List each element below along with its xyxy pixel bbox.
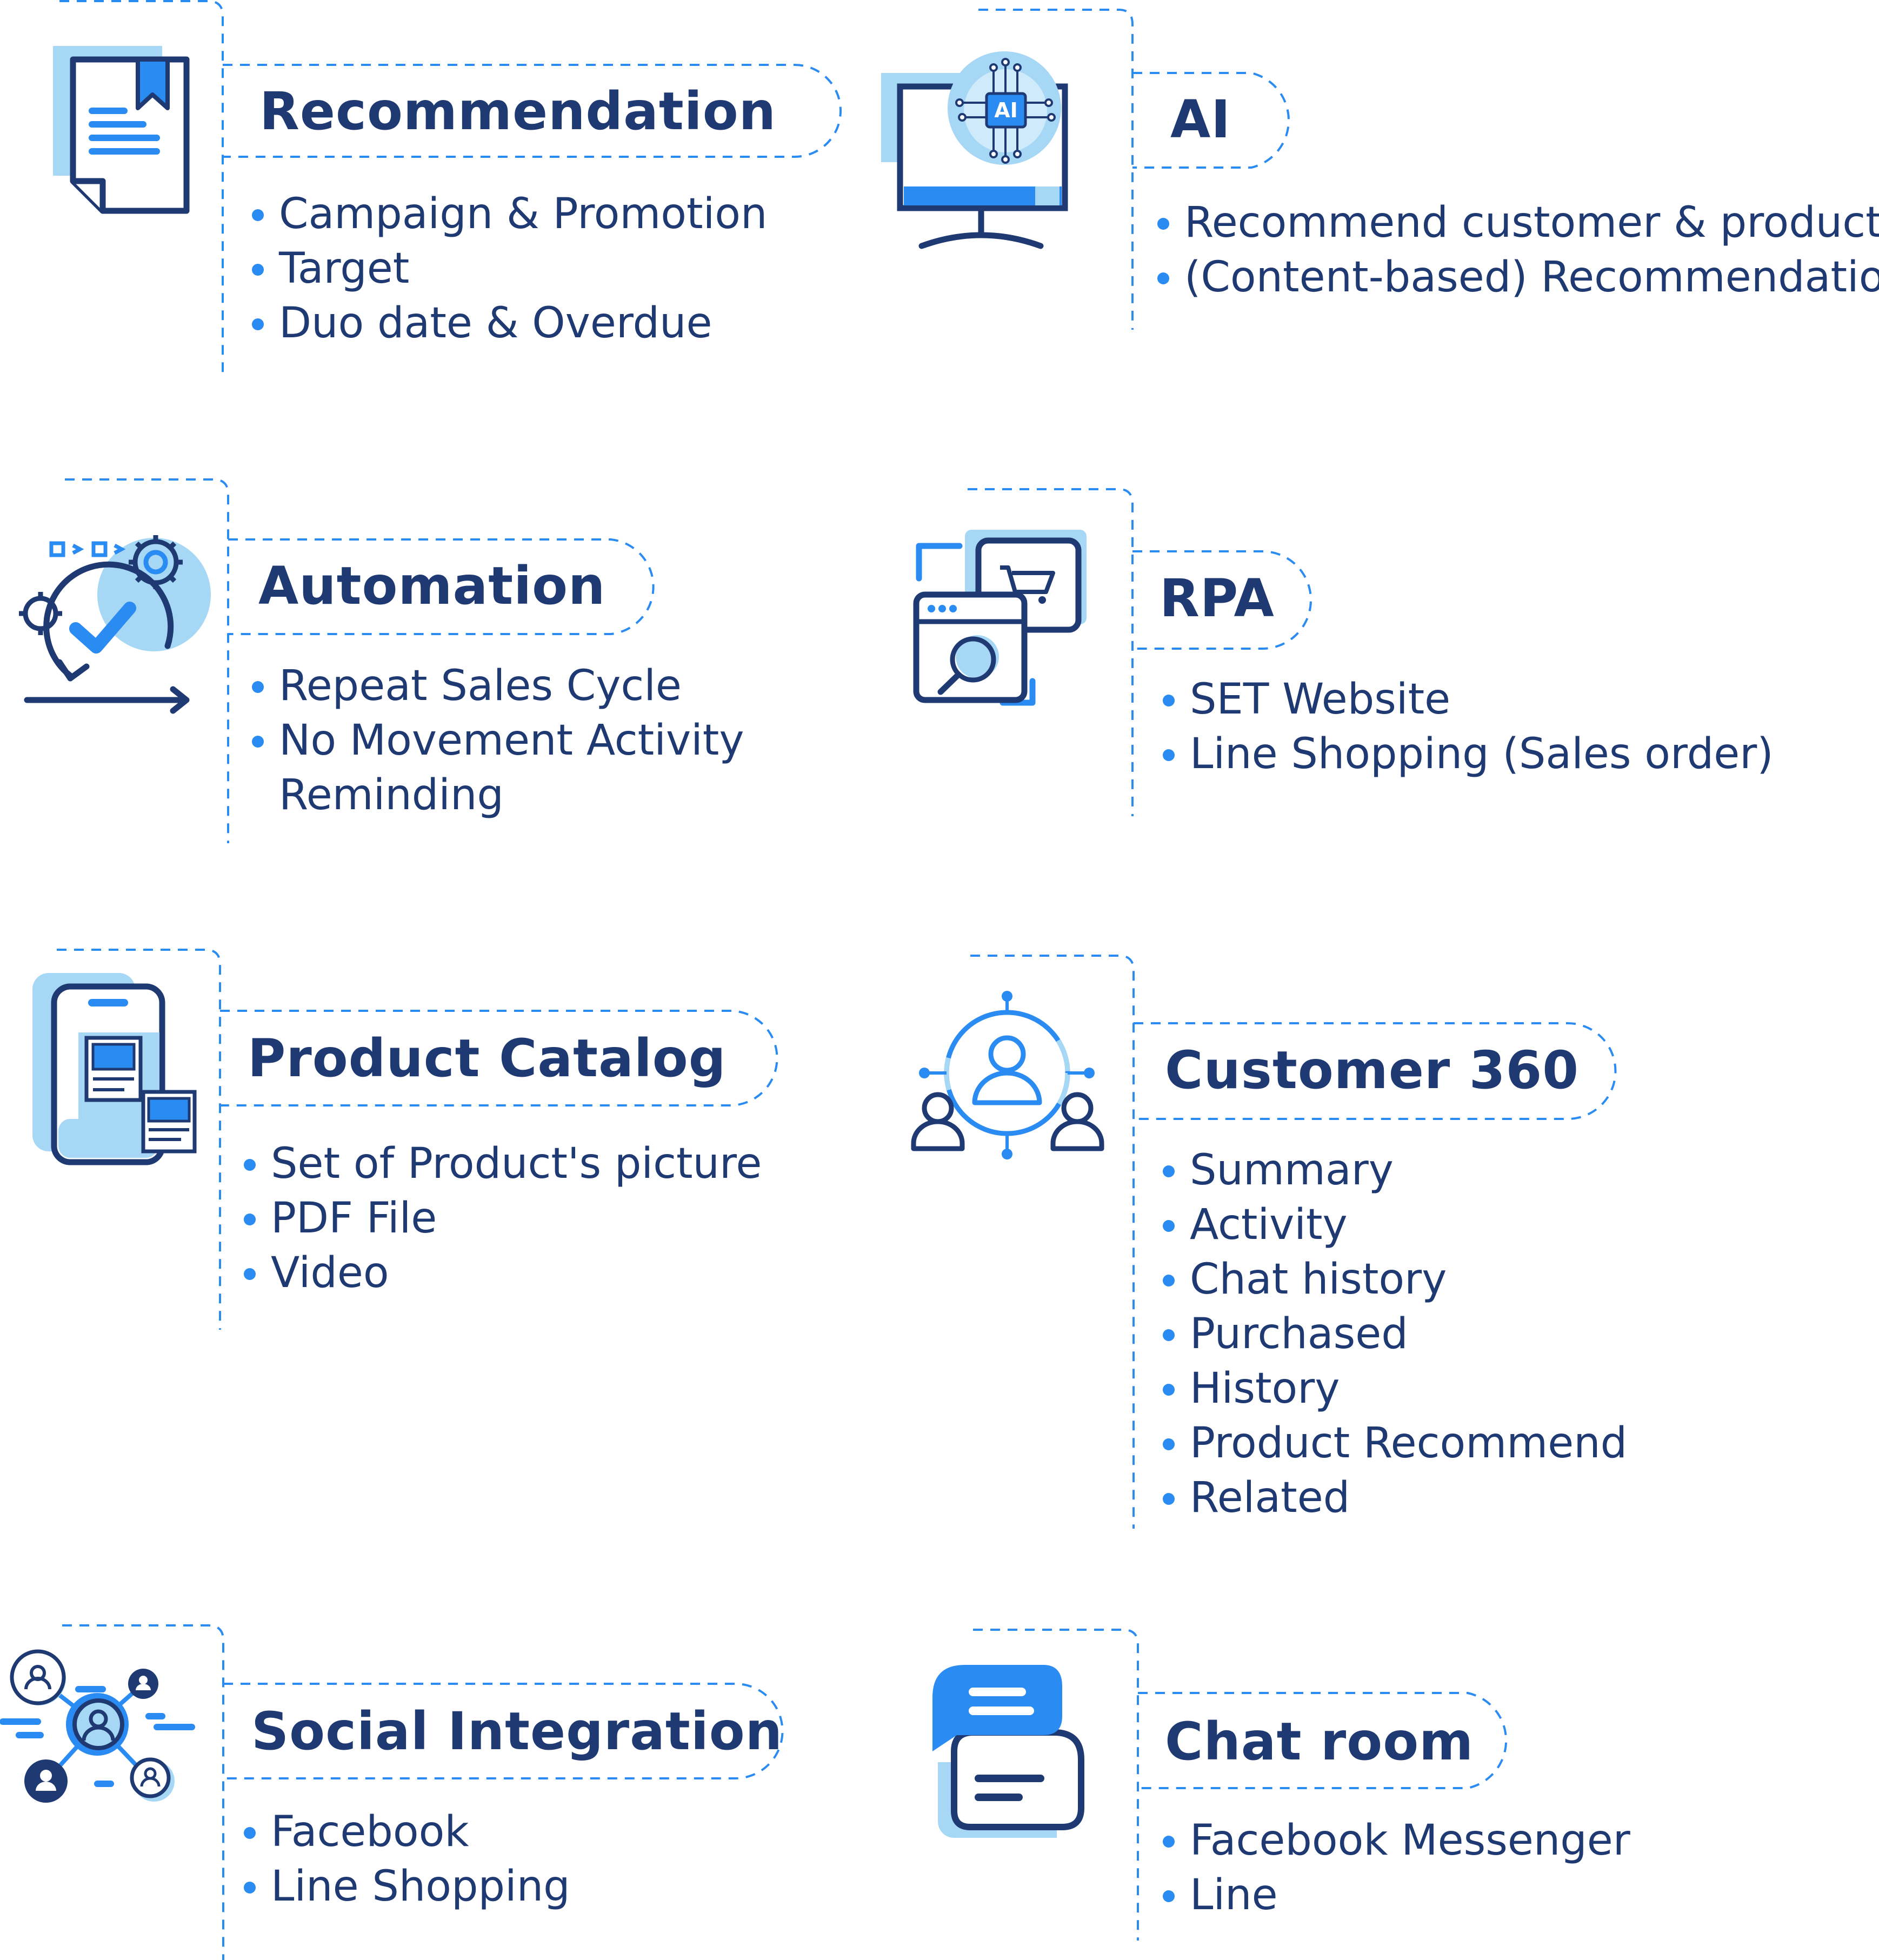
feature-customer-360: Customer 360 Summary Activity Chat histo… xyxy=(865,941,1879,1535)
list-item: Campaign & Promotion xyxy=(249,187,767,242)
bookmarked-document-icon xyxy=(53,46,190,214)
feature-title: RPA xyxy=(1160,568,1275,629)
social-network-icon xyxy=(0,1649,195,1803)
feature-social-integration: Social Integration Facebook Line Shoppin… xyxy=(0,1616,865,1960)
feature-ai: AI AI Recommend customer & product (Cont… xyxy=(865,0,1879,389)
list-item: Set of Product's picture xyxy=(241,1137,762,1191)
feature-item-list: Facebook Messenger Line xyxy=(1160,1814,1630,1923)
feature-product-catalog: Product Catalog Set of Product's picture… xyxy=(0,941,865,1341)
feature-item-list: Set of Product's picture PDF File Video xyxy=(241,1137,762,1301)
list-item: Facebook Messenger xyxy=(1160,1814,1630,1868)
feature-title: Social Integration xyxy=(251,1701,783,1762)
feature-title: Customer 360 xyxy=(1165,1040,1580,1101)
list-item: No Movement Activity xyxy=(249,714,744,768)
list-item: Line Shopping (Sales order) xyxy=(1160,727,1774,782)
feature-title: Product Catalog xyxy=(248,1028,727,1089)
product-catalog-phone-icon xyxy=(32,973,197,1165)
list-item: Target xyxy=(249,242,767,296)
list-item: History xyxy=(1160,1362,1627,1416)
list-item: Repeat Sales Cycle xyxy=(249,659,744,714)
feature-item-list: Facebook Line Shopping xyxy=(241,1805,570,1914)
feature-item-list: Campaign & Promotion Target Duo date & O… xyxy=(249,187,767,351)
feature-automation: Automation Repeat Sales Cycle No Movemen… xyxy=(0,470,865,870)
automation-gears-icon xyxy=(19,535,211,714)
feature-rpa: RPA SET Website Line Shopping (Sales ord… xyxy=(865,470,1879,870)
chat-bubbles-icon xyxy=(932,1665,1084,1838)
ai-chip-monitor-icon: AI xyxy=(881,51,1068,249)
feature-chat-room: Chat room Facebook Messenger Line xyxy=(865,1616,1879,1960)
rpa-browser-cart-icon xyxy=(913,530,1087,706)
list-item: Activity xyxy=(1160,1198,1627,1252)
list-item: Related xyxy=(1160,1471,1627,1525)
feature-item-list: SET Website Line Shopping (Sales order) xyxy=(1160,672,1774,782)
list-item: (Content-based) Recommendation xyxy=(1154,250,1879,305)
list-item: Summary xyxy=(1160,1143,1627,1198)
list-item-continuation: Reminding xyxy=(279,771,504,819)
feature-recommendation: Recommendation Campaign & Promotion Targ… xyxy=(0,0,865,389)
list-item: Facebook xyxy=(241,1805,570,1859)
list-item: Chat history xyxy=(1160,1252,1627,1307)
feature-item-list: Summary Activity Chat history Purchased … xyxy=(1160,1143,1627,1525)
list-item: PDF File xyxy=(241,1191,762,1246)
feature-title: Automation xyxy=(258,556,606,616)
list-item: Line xyxy=(1160,1868,1630,1923)
feature-title: Chat room xyxy=(1165,1711,1474,1772)
list-item: Duo date & Overdue xyxy=(249,296,767,351)
list-item: Product Recommend xyxy=(1160,1416,1627,1471)
ai-chip-label: AI xyxy=(994,98,1018,122)
list-item: Purchased xyxy=(1160,1307,1627,1362)
list-item: Recommend customer & product xyxy=(1154,196,1879,250)
list-item: Line Shopping xyxy=(241,1859,570,1914)
list-item: SET Website xyxy=(1160,672,1774,727)
feature-title: Recommendation xyxy=(259,81,776,142)
customer-network-icon xyxy=(911,991,1104,1159)
feature-item-list: Recommend customer & product (Content-ba… xyxy=(1154,196,1879,305)
feature-title: AI xyxy=(1170,89,1231,150)
feature-item-list: Repeat Sales Cycle No Movement Activity … xyxy=(249,659,744,823)
list-item: Video xyxy=(241,1246,762,1301)
